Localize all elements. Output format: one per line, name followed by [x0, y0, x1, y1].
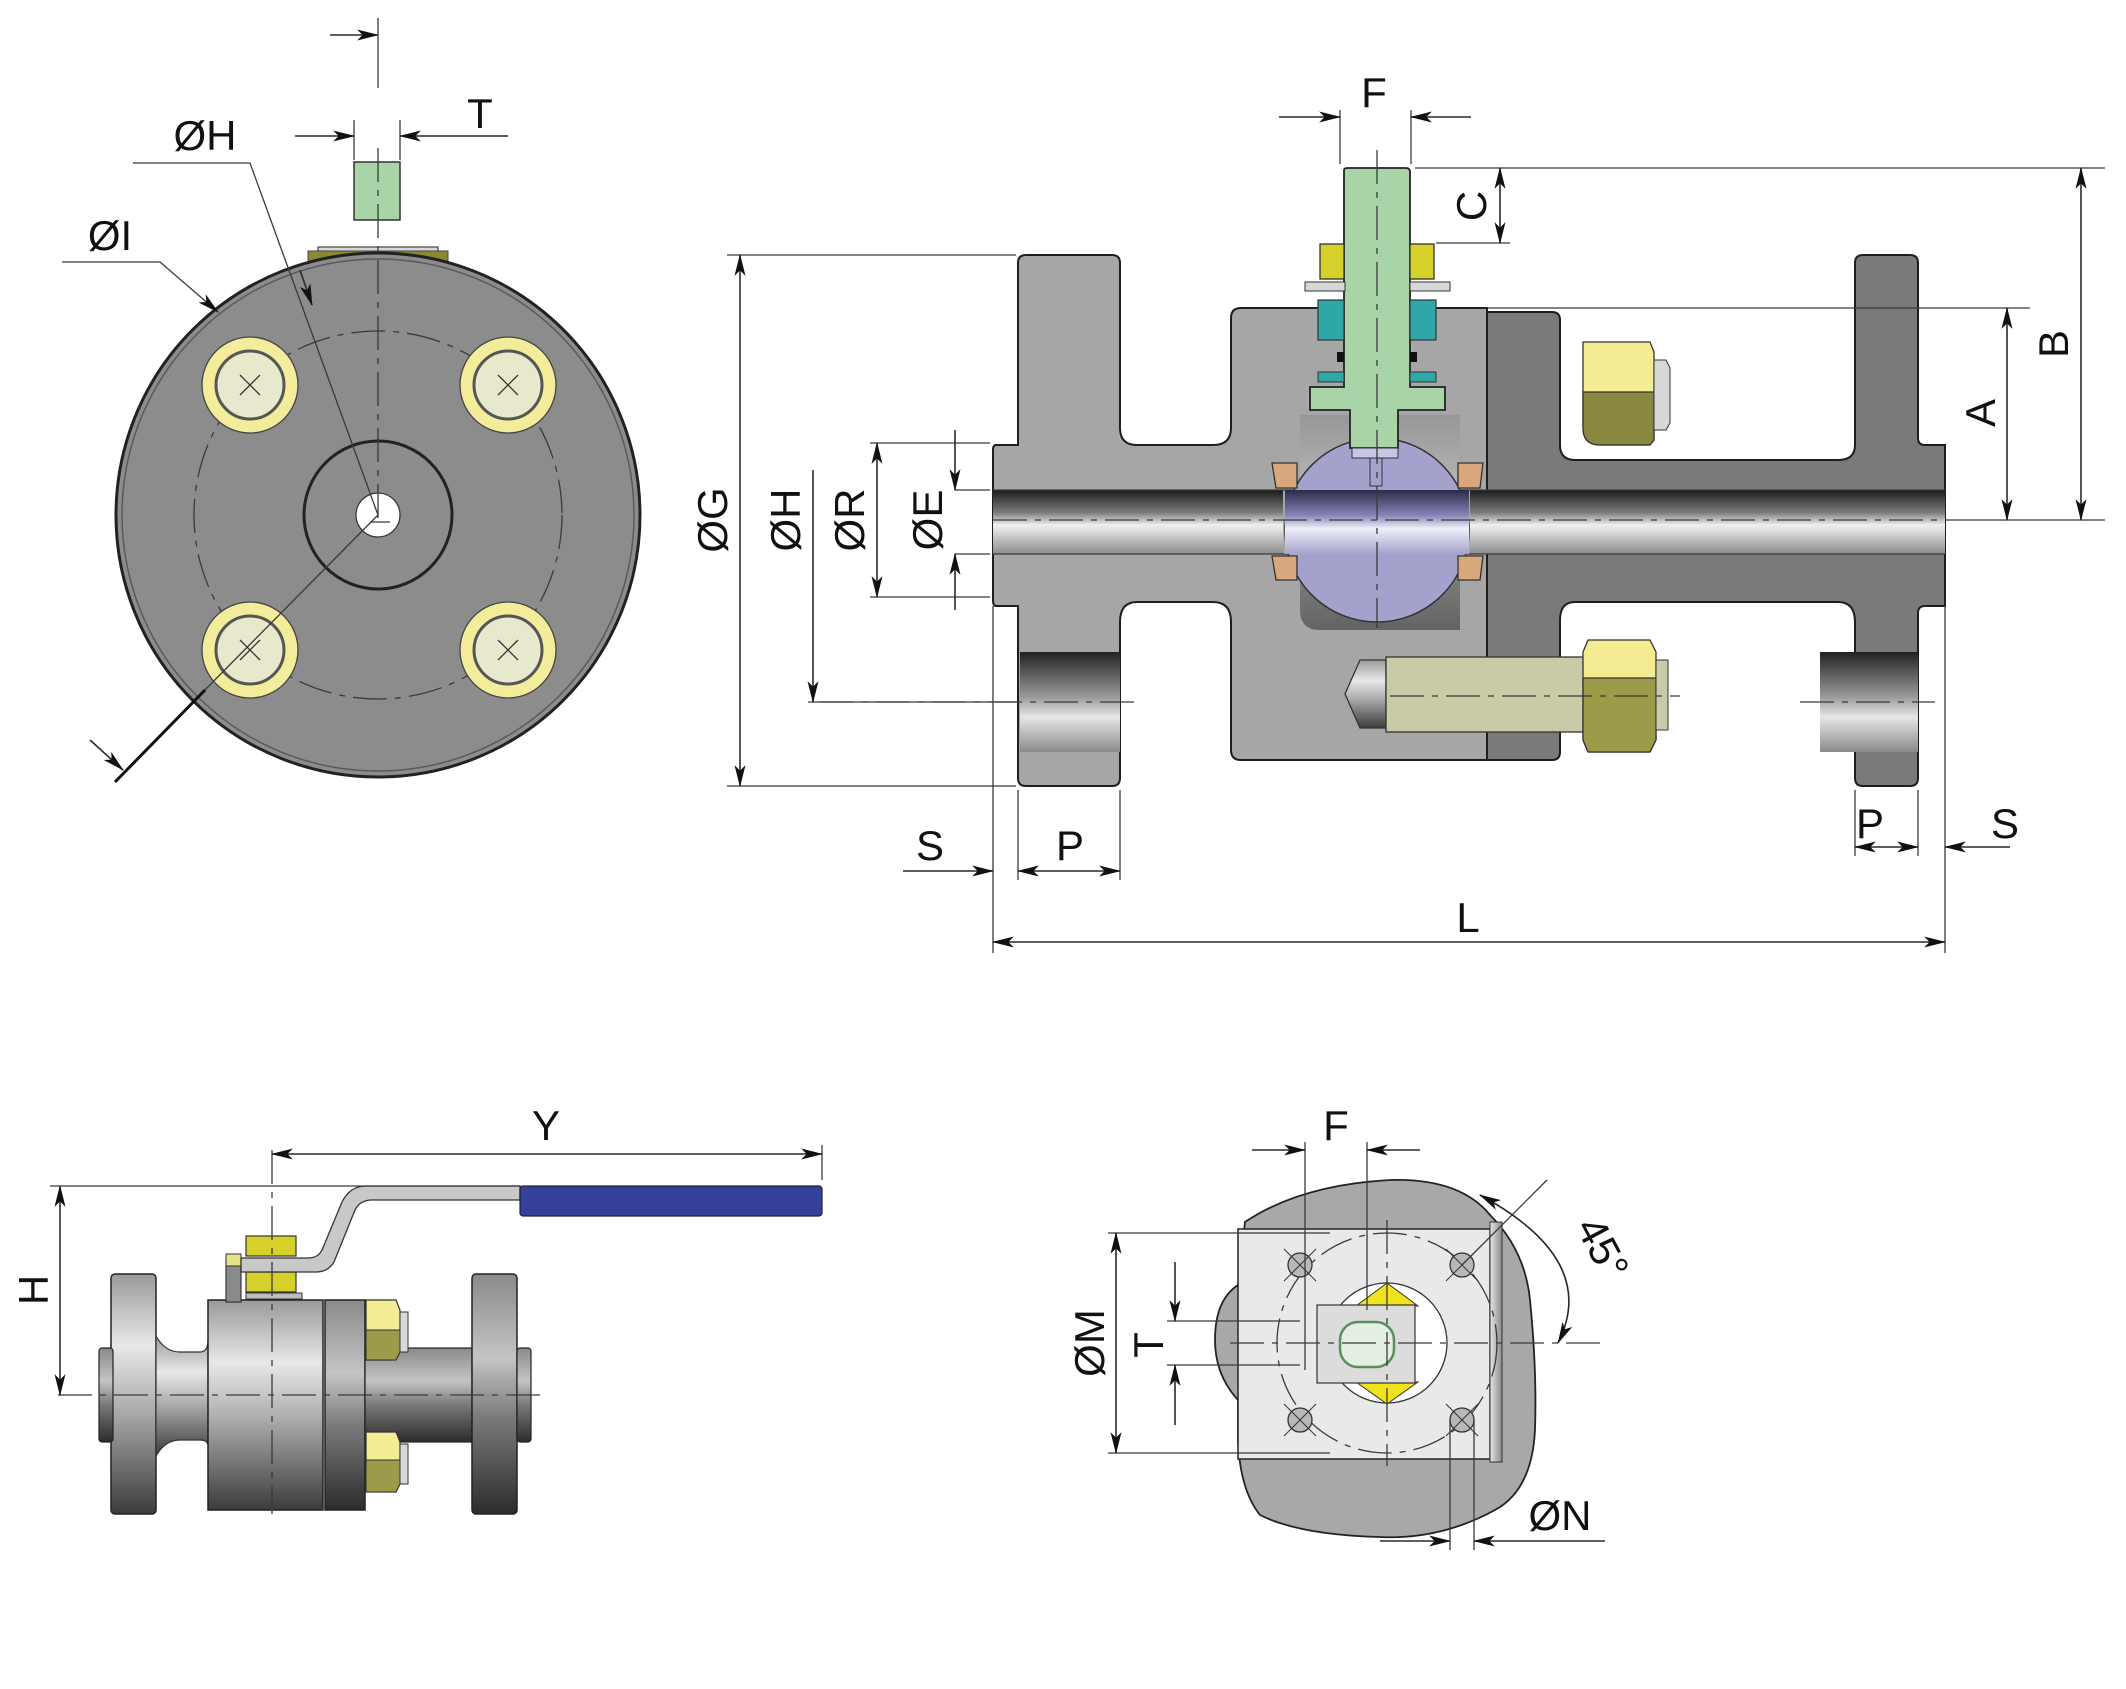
label-OR: ØR: [826, 489, 873, 552]
bolt: [201, 336, 299, 434]
gland-packing: [1304, 243, 1451, 383]
label-S-left: S: [916, 822, 944, 869]
end-view-flange-rim: [121, 258, 635, 772]
bore-right: [1470, 490, 1945, 554]
label-P-right: P: [1856, 800, 1884, 847]
label-OE: ØE: [904, 490, 951, 551]
label-OI-end: ØI: [88, 212, 132, 259]
handle-lever: [240, 1185, 521, 1273]
end-view: T ØH ØI: [62, 18, 642, 784]
label-T-pad: T: [1125, 1332, 1172, 1358]
handle-view: Y H: [10, 1102, 824, 1515]
label-C: C: [1448, 191, 1495, 221]
bolt: [459, 601, 557, 699]
bolt: [459, 336, 557, 434]
label-ON: ØN: [1529, 1492, 1592, 1539]
section-view: F C A B ØG ØH ØR: [689, 69, 2105, 953]
label-S-right: S: [1991, 800, 2019, 847]
upper-stud-nut: [1582, 341, 1671, 446]
label-P-left: P: [1056, 822, 1084, 869]
label-F-section: F: [1361, 69, 1387, 116]
label-OM: ØM: [1066, 1309, 1113, 1377]
label-45deg: 45°: [1567, 1209, 1638, 1287]
bore-left: [993, 490, 1283, 554]
end-view-bolts: [201, 336, 557, 699]
bolt: [201, 601, 299, 699]
label-OG: ØG: [689, 487, 736, 552]
label-F-pad: F: [1323, 1102, 1349, 1149]
label-L: L: [1456, 894, 1479, 941]
label-H-handle: H: [10, 1275, 57, 1305]
label-Y: Y: [532, 1102, 560, 1149]
lower-stud: [1344, 639, 1680, 753]
label-OH-section: ØH: [762, 489, 809, 552]
label-T-end: T: [467, 90, 493, 137]
label-B: B: [2030, 330, 2077, 358]
seats: [1271, 462, 1484, 581]
label-OH-end: ØH: [174, 112, 237, 159]
label-A: A: [1957, 399, 2004, 427]
handle-grip: [519, 1185, 823, 1217]
top-pad-view: F ØM T 45° ØN: [1066, 1102, 1638, 1550]
end-view-stem: [353, 161, 401, 221]
